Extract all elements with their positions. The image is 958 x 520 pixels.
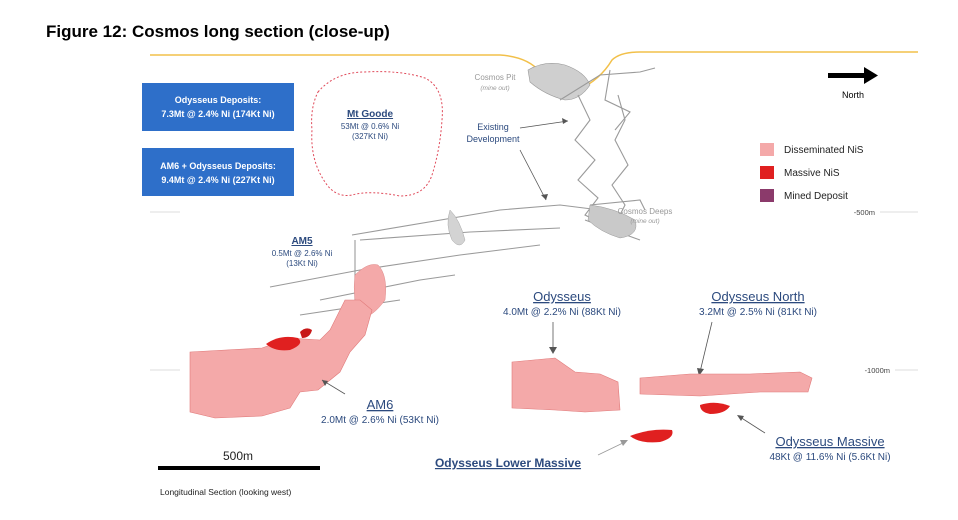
north-label: North (842, 90, 864, 100)
north-arrow-shaft (828, 73, 864, 78)
legend-label-mined: Mined Deposit (784, 191, 848, 202)
mt-goode-name: Mt Goode (347, 109, 394, 120)
legend-label-massive: Massive NiS (784, 168, 840, 179)
section-caption: Longitudinal Section (looking west) (160, 487, 292, 497)
cosmos-deeps-shape (587, 204, 637, 239)
am6-massive-zone (266, 336, 301, 351)
odysseus-lower-massive-name: Odysseus Lower Massive (435, 456, 581, 470)
am6-name: AM6 (367, 397, 394, 412)
depth-label-500m: -500m (854, 208, 875, 217)
odysseus-massive-name: Odysseus Massive (775, 434, 884, 449)
figure-title: Figure 12: Cosmos long section (close-up… (46, 22, 390, 41)
am6-orebody (189, 299, 373, 419)
cosmos-deeps-label: Cosmos Deeps (618, 207, 673, 216)
odysseus-north-line1: 3.2Mt @ 2.5% Ni (81Kt Ni) (699, 307, 817, 318)
legend-label-disseminated: Disseminated NiS (784, 145, 864, 156)
mt-goode-line1: 53Mt @ 0.6% Ni (341, 122, 400, 131)
scale-bar-label: 500m (223, 449, 253, 463)
am6-arrowhead (322, 380, 328, 386)
cosmos-pit-status: (mine out) (480, 85, 509, 92)
am5-line1: 0.5Mt @ 2.6% Ni (272, 249, 333, 258)
am6-odysseus-deposits-box (142, 148, 294, 196)
odysseus-arrowhead (549, 347, 557, 354)
existing-dev-arrow-1 (519, 120, 569, 129)
cosmos-deeps-status: (mine out) (630, 218, 659, 225)
north-arrow-icon (864, 67, 878, 84)
scale-bar (158, 466, 320, 470)
odysseus-massive-orebody (700, 402, 730, 414)
odysseus-lower-massive-arrow (597, 441, 626, 456)
cosmos-pit-shape (527, 63, 591, 101)
odysseus-name: Odysseus (533, 289, 591, 304)
cosmos-pit-label: Cosmos Pit (475, 73, 517, 82)
mined-stope-shape (447, 209, 466, 246)
box2-line1: AM6 + Odysseus Deposits: (160, 161, 276, 171)
existing-dev-arrowhead-2 (541, 194, 548, 200)
legend-swatch-massive (760, 166, 774, 179)
existing-dev-arrow-2 (519, 149, 547, 201)
legend-swatch-disseminated (760, 143, 774, 156)
mt-goode-line2: (327Kt Ni) (352, 132, 388, 141)
odysseus-massive-arrowhead (737, 415, 744, 421)
odysseus-deposits-box (142, 83, 294, 131)
odysseus-lower-massive-orebody (630, 429, 673, 443)
depth-label-1000m: -1000m (865, 366, 890, 375)
odysseus-massive-line1: 48Kt @ 11.6% Ni (5.6Kt Ni) (769, 452, 890, 463)
existing-development-line2: Development (466, 134, 520, 144)
box1-line1: Odysseus Deposits: (175, 95, 262, 105)
legend-swatch-mined (760, 189, 774, 202)
mt-goode-outline (311, 71, 443, 197)
existing-dev-arrowhead-1 (562, 118, 568, 124)
am6-massive-zone-2 (300, 328, 312, 338)
box1-line2: 7.3Mt @ 2.4% Ni (174Kt Ni) (161, 109, 274, 119)
odysseus-lower-massive-arrowhead (620, 440, 628, 446)
odysseus-line1: 4.0Mt @ 2.2% Ni (88Kt Ni) (503, 307, 621, 318)
odysseus-north-arrow (699, 321, 713, 373)
odysseus-north-orebody (639, 371, 813, 397)
underground-development (269, 67, 656, 316)
odysseus-north-name: Odysseus North (711, 289, 804, 304)
am5-line2: (13Kt Ni) (286, 259, 318, 268)
am5-name: AM5 (291, 236, 313, 247)
box2-line2: 9.4Mt @ 2.4% Ni (227Kt Ni) (161, 175, 274, 185)
existing-development-line1: Existing (477, 122, 509, 132)
odysseus-orebody (511, 357, 621, 413)
am6-line1: 2.0Mt @ 2.6% Ni (53Kt Ni) (321, 415, 439, 426)
odysseus-massive-arrow (739, 416, 766, 434)
